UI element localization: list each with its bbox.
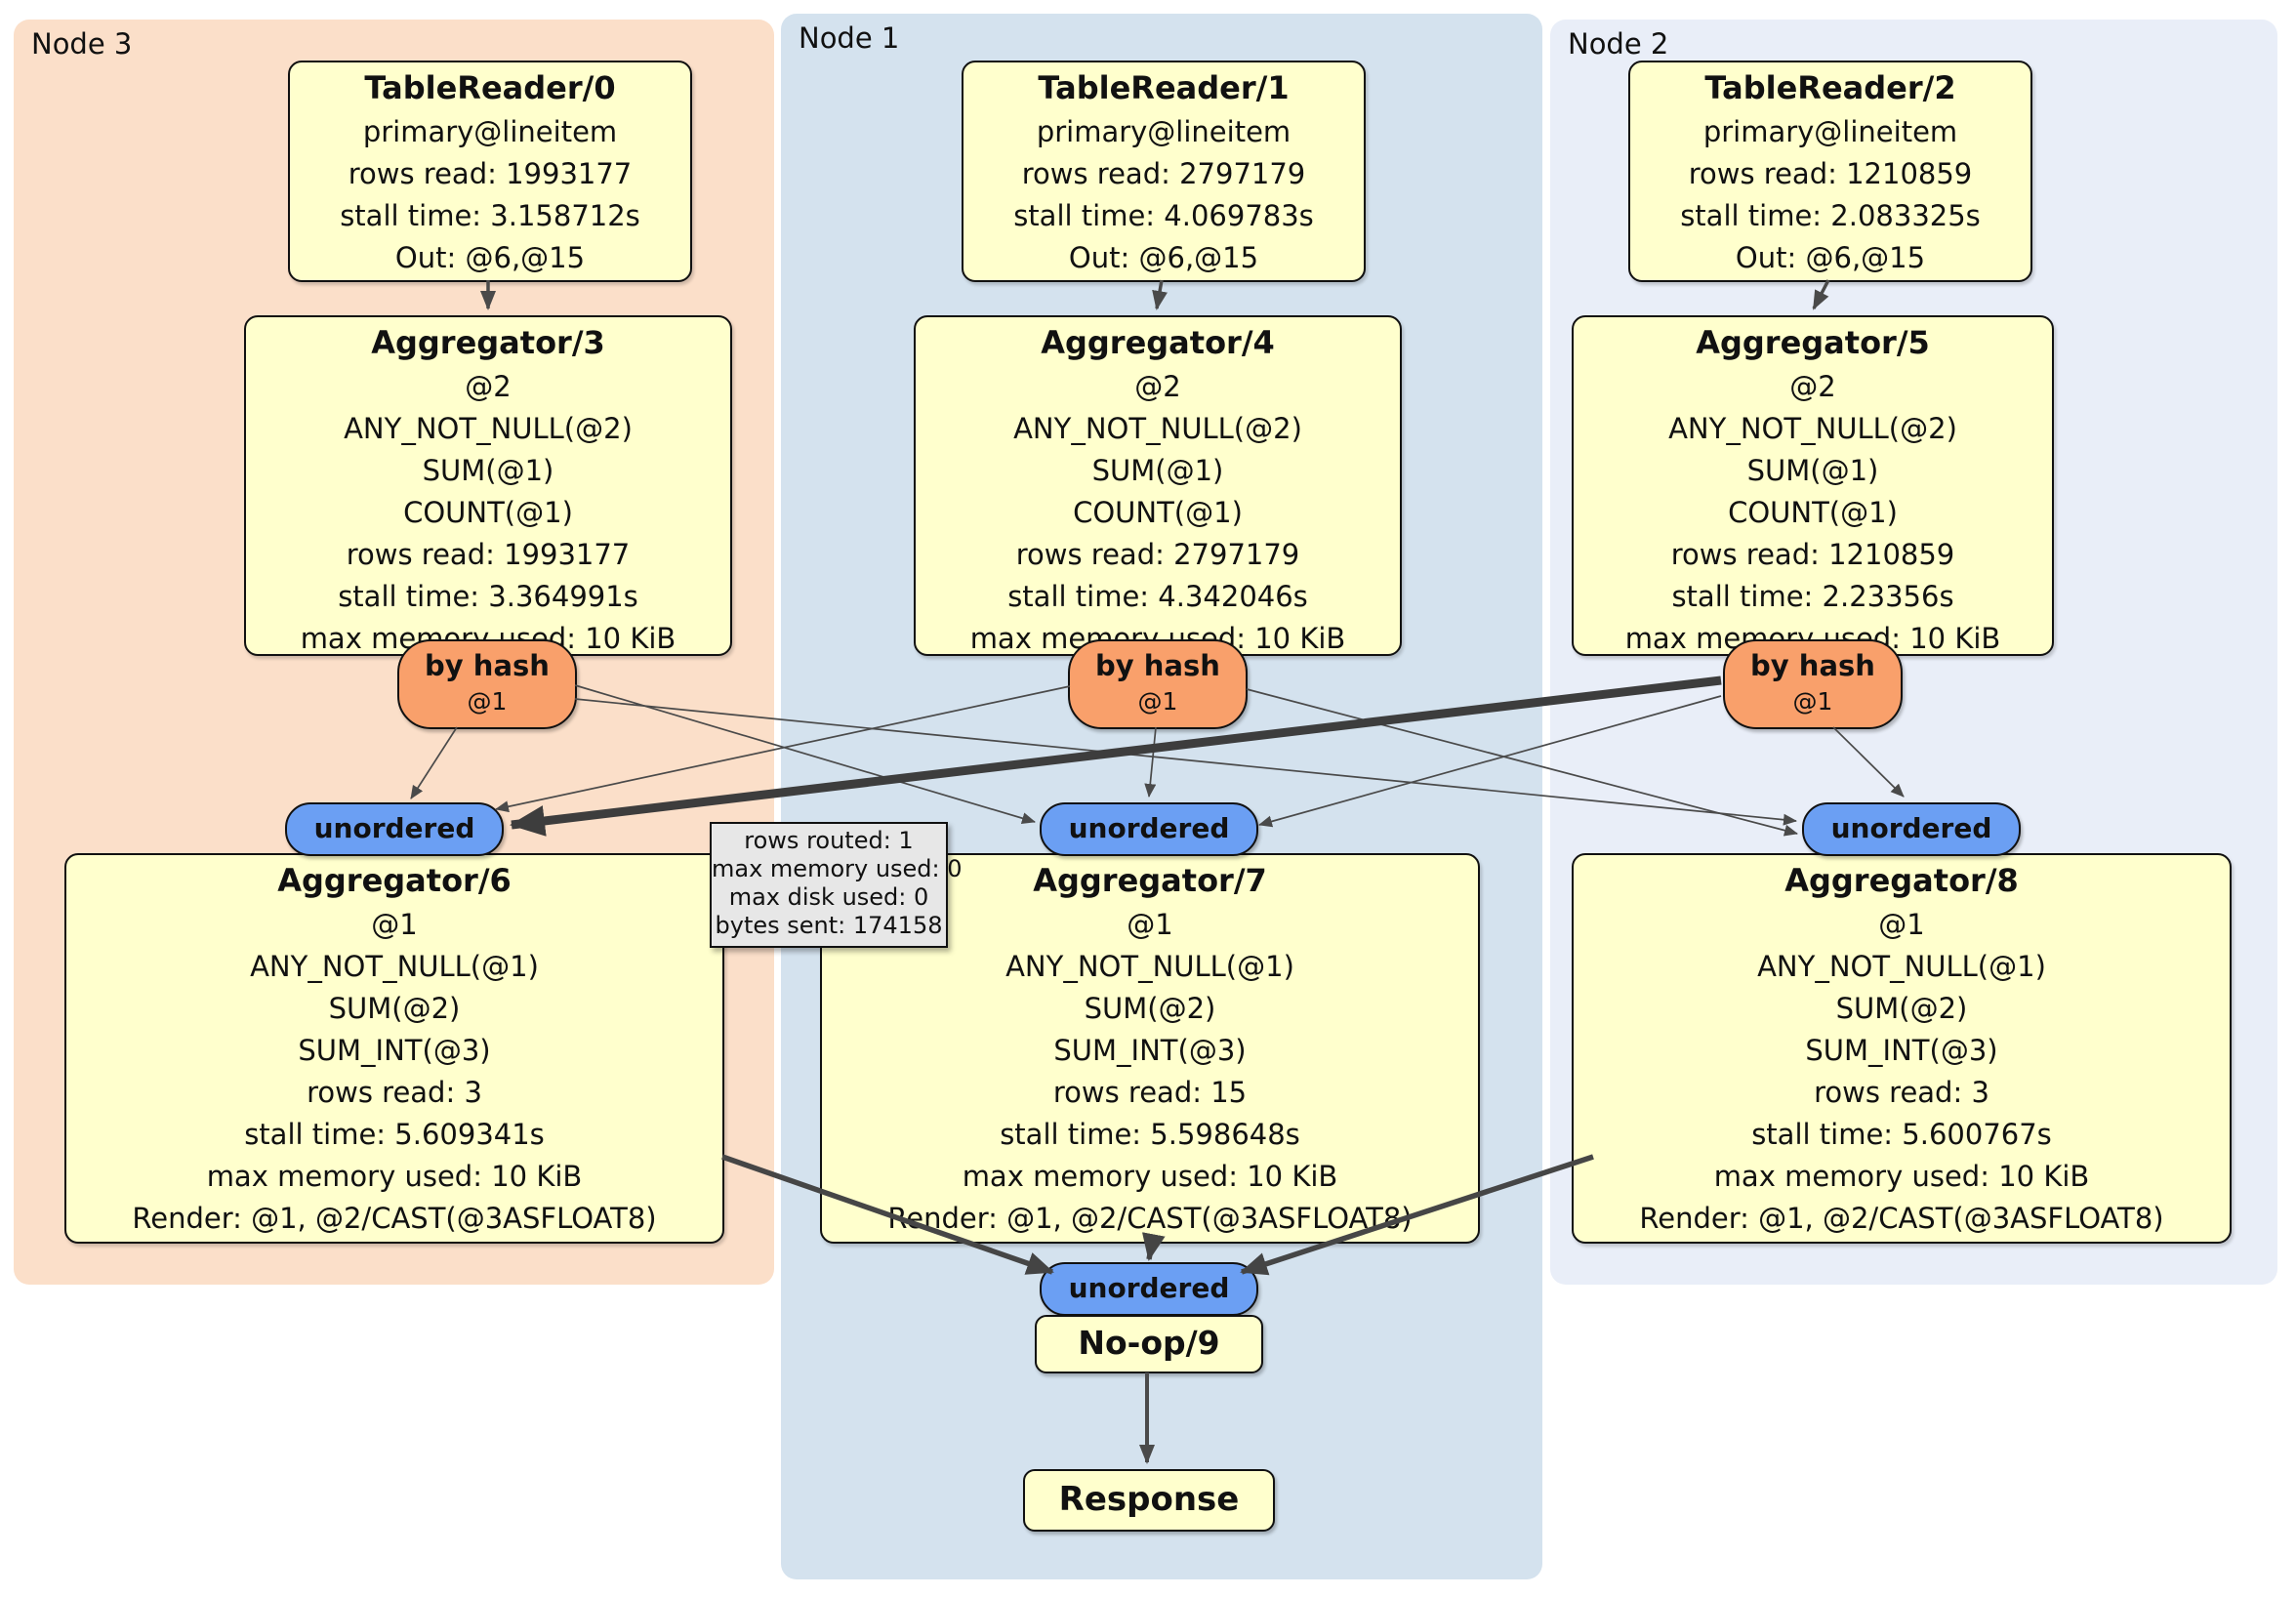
node-line: rows read: 1993177 (346, 538, 631, 571)
node-line: Out: @6,@15 (394, 241, 586, 274)
node-line: SUM(@1) (422, 454, 554, 487)
node-line: @1 (1127, 908, 1173, 941)
node-line: rows read: 2797179 (1021, 157, 1306, 190)
node-line: SUM(@1) (1746, 454, 1879, 487)
node-line: stall time: 5.598648s (1000, 1118, 1300, 1151)
node-line: SUM_INT(@3) (1805, 1034, 1998, 1067)
stream-stats-tooltip: rows routed: 1 max memory used: 0 max di… (710, 822, 963, 948)
node-line: @2 (1134, 370, 1181, 403)
node-title: Aggregator/6 (277, 862, 512, 899)
node-line: SUM_INT(@3) (298, 1034, 491, 1067)
node-line: rows read: 1210859 (1670, 538, 1955, 571)
node-title: Aggregator/4 (1041, 324, 1275, 361)
node-line: @2 (1789, 370, 1836, 403)
node-line: rows read: 2797179 (1015, 538, 1300, 571)
router-by-hash-0[interactable]: by hash @1 (397, 639, 577, 729)
node-line: SUM(@2) (1835, 992, 1968, 1025)
region-label-node-2: Node 2 (1568, 27, 1669, 61)
node-line: ANY_NOT_NULL(@2) (1668, 412, 1957, 445)
tablereader-2-node[interactable]: TableReader/2 primary@lineitem rows read… (1628, 61, 2032, 282)
noop-node[interactable]: No-op/9 (1035, 1315, 1263, 1373)
node-line: SUM(@1) (1091, 454, 1224, 487)
node-line: stall time: 2.23356s (1671, 580, 1954, 613)
node-line: primary@lineitem (1702, 115, 1958, 148)
node-line: ANY_NOT_NULL(@1) (250, 950, 539, 983)
response-node[interactable]: Response (1023, 1469, 1275, 1532)
router-subtitle: @1 (467, 687, 508, 716)
router-subtitle: @1 (1792, 687, 1833, 716)
node-line: stall time: 3.364991s (338, 580, 638, 613)
node-line: Out: @6,@15 (1735, 241, 1926, 274)
node-line: rows read: 1993177 (348, 157, 633, 190)
region-label-node-1: Node 1 (799, 21, 900, 55)
aggregator-8-node[interactable]: Aggregator/8 @1 ANY_NOT_NULL(@1) SUM(@2)… (1572, 853, 2232, 1244)
node-line: Out: @6,@15 (1068, 241, 1259, 274)
node-line: rows read: 3 (307, 1076, 482, 1109)
router-title: by hash (1750, 649, 1875, 682)
node-line: SUM_INT(@3) (1053, 1034, 1247, 1067)
node-title: TableReader/0 (364, 69, 616, 106)
tablereader-0-node[interactable]: TableReader/0 primary@lineitem rows read… (288, 61, 692, 282)
node-line: @1 (1878, 908, 1925, 941)
tablereader-1-node[interactable]: TableReader/1 primary@lineitem rows read… (962, 61, 1366, 282)
node-line: max memory used: 10 KiB (206, 1160, 583, 1193)
router-by-hash-1[interactable]: by hash @1 (1068, 639, 1248, 729)
node-line: Render: @1, @2/CAST(@3ASFLOAT8) (1639, 1202, 2164, 1235)
node-line: primary@lineitem (1036, 115, 1292, 148)
node-title: Aggregator/7 (1033, 862, 1267, 899)
node-line: @2 (465, 370, 512, 403)
node-line: stall time: 5.600767s (1751, 1118, 2052, 1151)
node-line: ANY_NOT_NULL(@2) (344, 412, 633, 445)
node-line: SUM(@2) (1084, 992, 1216, 1025)
tooltip-line: max memory used: 0 (712, 855, 963, 882)
node-line: max memory used: 10 KiB (962, 1160, 1338, 1193)
router-by-hash-2[interactable]: by hash @1 (1723, 639, 1903, 729)
node-title: TableReader/2 (1704, 69, 1956, 106)
node-line: stall time: 5.609341s (244, 1118, 545, 1151)
node-line: COUNT(@1) (1073, 496, 1243, 529)
node-line: stall time: 4.342046s (1007, 580, 1308, 613)
node-line: rows read: 3 (1814, 1076, 1989, 1109)
router-title: by hash (1095, 649, 1220, 682)
aggregator-6-node[interactable]: Aggregator/6 @1 ANY_NOT_NULL(@1) SUM(@2)… (64, 853, 724, 1244)
node-title: TableReader/1 (1038, 69, 1290, 106)
tooltip-line: bytes sent: 174158 (715, 912, 943, 939)
aggregator-5-node[interactable]: Aggregator/5 @2 ANY_NOT_NULL(@2) SUM(@1)… (1572, 315, 2054, 656)
sync-unordered-middle[interactable]: unordered (1040, 802, 1258, 856)
sync-unordered-right[interactable]: unordered (1802, 802, 2021, 856)
node-line: ANY_NOT_NULL(@1) (1757, 950, 2046, 983)
node-line: @1 (371, 908, 418, 941)
node-line: ANY_NOT_NULL(@2) (1013, 412, 1302, 445)
node-line: stall time: 4.069783s (1013, 199, 1314, 232)
node-line: max memory used: 10 KiB (1713, 1160, 2090, 1193)
region-label-node-3: Node 3 (31, 27, 133, 61)
node-line: ANY_NOT_NULL(@1) (1005, 950, 1294, 983)
router-title: by hash (425, 649, 550, 682)
node-line: Render: @1, @2/CAST(@3ASFLOAT8) (887, 1202, 1413, 1235)
node-title: Aggregator/3 (371, 324, 605, 361)
node-title: Aggregator/8 (1784, 862, 2019, 899)
node-line: SUM(@2) (328, 992, 461, 1025)
aggregator-3-node[interactable]: Aggregator/3 @2 ANY_NOT_NULL(@2) SUM(@1)… (244, 315, 732, 656)
tooltip-line: rows routed: 1 (744, 827, 914, 854)
node-line: rows read: 15 (1052, 1076, 1248, 1109)
node-title: Aggregator/5 (1696, 324, 1930, 361)
node-line: stall time: 2.083325s (1680, 199, 1981, 232)
node-line: COUNT(@1) (403, 496, 573, 529)
aggregator-4-node[interactable]: Aggregator/4 @2 ANY_NOT_NULL(@2) SUM(@1)… (914, 315, 1402, 656)
node-line: rows read: 1210859 (1688, 157, 1973, 190)
node-line: COUNT(@1) (1728, 496, 1898, 529)
node-line: stall time: 3.158712s (340, 199, 640, 232)
tooltip-line: max disk used: 0 (728, 883, 929, 911)
sync-unordered-left[interactable]: unordered (285, 802, 504, 856)
node-line: Render: @1, @2/CAST(@3ASFLOAT8) (132, 1202, 657, 1235)
router-subtitle: @1 (1137, 687, 1178, 716)
node-line: primary@lineitem (362, 115, 618, 148)
sync-unordered-final[interactable]: unordered (1040, 1262, 1258, 1316)
